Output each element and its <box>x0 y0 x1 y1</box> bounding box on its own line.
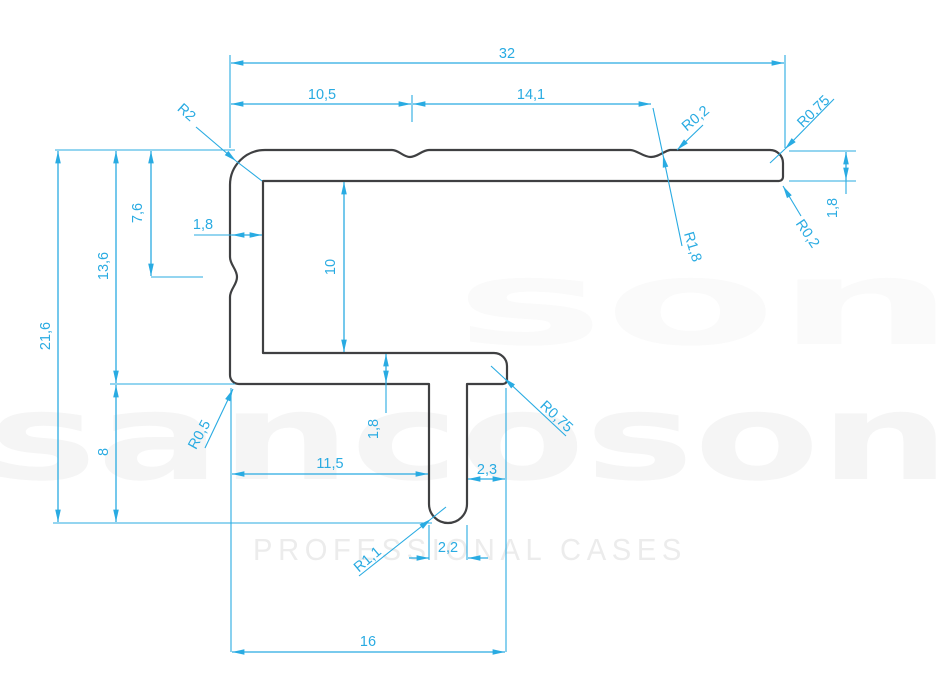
leader-line <box>195 126 237 162</box>
radius-label: R2 <box>174 101 198 125</box>
leader-line <box>358 518 432 577</box>
dim-total-width: 32 <box>230 46 785 66</box>
leader-tail <box>235 160 263 182</box>
extension-lines <box>53 55 856 652</box>
dim-label: 10,5 <box>308 87 336 103</box>
dim-label: 10 <box>323 259 339 275</box>
dim-label: 7,6 <box>130 203 146 223</box>
leader-tail <box>769 148 786 164</box>
dim-lower-height: 8 <box>96 384 119 523</box>
radius-top-left: R2 <box>174 101 263 182</box>
dim-upper-height: 13,6 <box>96 150 119 384</box>
radius-label: R0,2 <box>679 103 713 135</box>
watermark-brand-faint: son <box>455 234 940 372</box>
leader-tail <box>652 107 664 156</box>
leader-tail <box>430 506 447 520</box>
dim-label: 16 <box>360 634 376 650</box>
watermark-subtitle: PROFESSIONAL CASES <box>253 532 687 567</box>
radius-top-right: R0,75 <box>769 93 835 164</box>
dim-bottom-width: 16 <box>231 634 506 655</box>
dim-bottom-right-width: 2,3 <box>467 462 506 482</box>
leader-line <box>204 388 234 449</box>
dim-label: 2,2 <box>438 540 458 556</box>
leader-line <box>676 124 704 151</box>
dim-label: 13,6 <box>96 252 112 280</box>
leader-line <box>662 154 683 247</box>
dim-label: 2,3 <box>477 462 497 478</box>
dim-label: 11,5 <box>316 456 343 472</box>
dim-flange-thickness: 1,8 <box>825 151 849 218</box>
watermark: son sancoson PROFESSIONAL CASES <box>0 234 940 567</box>
radius-top-groove-blend: R0,2 <box>676 103 713 151</box>
dim-mid-segment: 14,1 <box>412 87 652 107</box>
radius-label: R0,75 <box>794 93 833 131</box>
leader-line <box>784 98 835 150</box>
leader-line <box>503 377 567 437</box>
dim-bottom-thickness: 1,8 <box>366 353 389 439</box>
dim-label: 8 <box>96 448 112 456</box>
dim-left-segment: 10,5 <box>230 87 412 107</box>
dim-label: 1,8 <box>366 419 382 439</box>
dim-groove-height: 7,6 <box>130 150 154 277</box>
dim-wall-thickness: 1,8 <box>193 217 263 238</box>
watermark-brand: sancoson <box>0 369 940 508</box>
dim-label: 14,1 <box>517 87 545 103</box>
leader-line <box>782 185 802 217</box>
dim-label: 1,8 <box>193 217 213 233</box>
dim-total-height: 21,6 <box>38 150 61 523</box>
dim-label: 1,8 <box>825 198 841 218</box>
dim-label: 21,6 <box>38 322 54 350</box>
dim-cavity-height: 10 <box>323 181 347 353</box>
dim-label: 32 <box>499 46 515 62</box>
dim-foot-width: 2,2 <box>409 540 488 561</box>
leader-tail <box>490 365 505 379</box>
dim-bottom-left-width: 11,5 <box>231 456 429 477</box>
